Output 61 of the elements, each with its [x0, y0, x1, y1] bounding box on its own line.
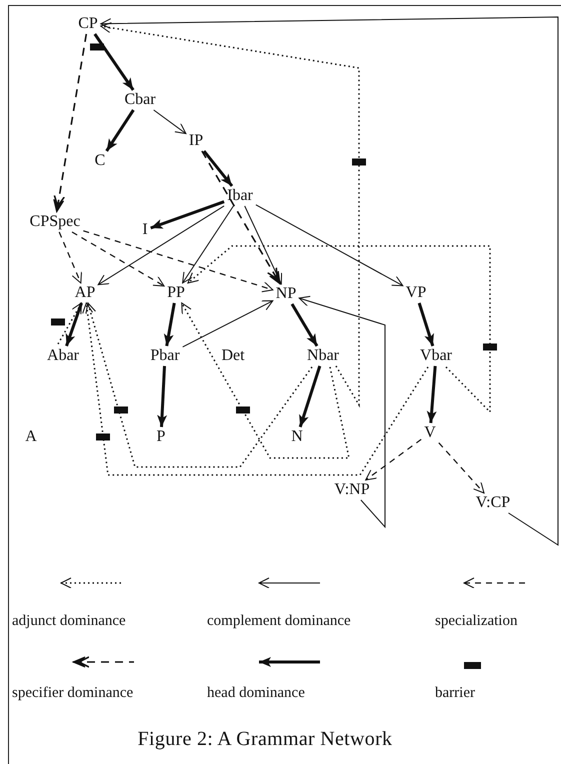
node-label: AP: [72, 284, 98, 302]
node-label: VP: [404, 284, 428, 302]
node-label: Abar: [45, 347, 81, 365]
legend-label: head dominance: [207, 686, 305, 701]
node-label: V:CP: [474, 494, 512, 512]
node-label: CP: [76, 15, 100, 33]
arrow: [94, 33, 134, 91]
legend-label: specifier dominance: [12, 686, 134, 701]
node-label: Cbar: [122, 91, 158, 109]
node-label: IP: [186, 132, 206, 150]
node-label: Det: [219, 347, 247, 365]
arrow: [298, 366, 322, 428]
node-label: V: [422, 424, 438, 442]
arrow: [365, 438, 422, 480]
arrow: [100, 22, 360, 408]
arrow: [438, 442, 484, 494]
node-label: I: [140, 221, 150, 239]
arrow: [298, 296, 386, 528]
arrow: [182, 206, 234, 284]
arrow: [418, 302, 434, 346]
node-label: Pbar: [148, 347, 182, 365]
arrow: [201, 150, 281, 285]
figure-caption: Figure 2: A Grammar Network: [136, 728, 394, 751]
node-label: PP: [165, 284, 187, 302]
node-label: N: [289, 428, 305, 446]
arrow: [182, 300, 274, 348]
arrow: [98, 205, 225, 286]
legend-label: complement dominance: [207, 614, 351, 629]
arrow: [181, 302, 350, 459]
node-label: Vbar: [418, 347, 454, 365]
arrow: [244, 206, 282, 284]
arrow: [65, 302, 83, 346]
arrow: [426, 366, 437, 424]
legend-label: specialization: [435, 614, 518, 629]
arrow: [52, 34, 88, 213]
node-label: V:NP: [332, 481, 372, 499]
node-label: P: [154, 428, 168, 446]
arrow: [105, 109, 135, 152]
legend-label: barrier: [435, 686, 475, 701]
arrow: [83, 230, 274, 292]
arrow: [255, 204, 404, 286]
arrow: [72, 231, 165, 287]
arrow: [85, 302, 313, 468]
legend-label: adjunct dominance: [12, 614, 126, 629]
arrow: [157, 366, 168, 428]
arrow: [164, 302, 176, 346]
node-label: Ibar: [225, 187, 255, 205]
node-label: NP: [274, 285, 298, 303]
node-label: C: [92, 152, 108, 170]
arrow: [187, 245, 491, 414]
arrow: [153, 110, 186, 134]
arrow: [290, 303, 318, 347]
node-label: Nbar: [305, 347, 341, 365]
arrow: [202, 150, 234, 187]
arrow: [150, 200, 225, 230]
node-label: A: [23, 428, 39, 446]
arrow: [57, 302, 82, 344]
arrow: [58, 232, 82, 284]
arrow: [82, 302, 429, 476]
node-label: CPSpec: [28, 213, 82, 231]
arrow: [100, 16, 558, 546]
